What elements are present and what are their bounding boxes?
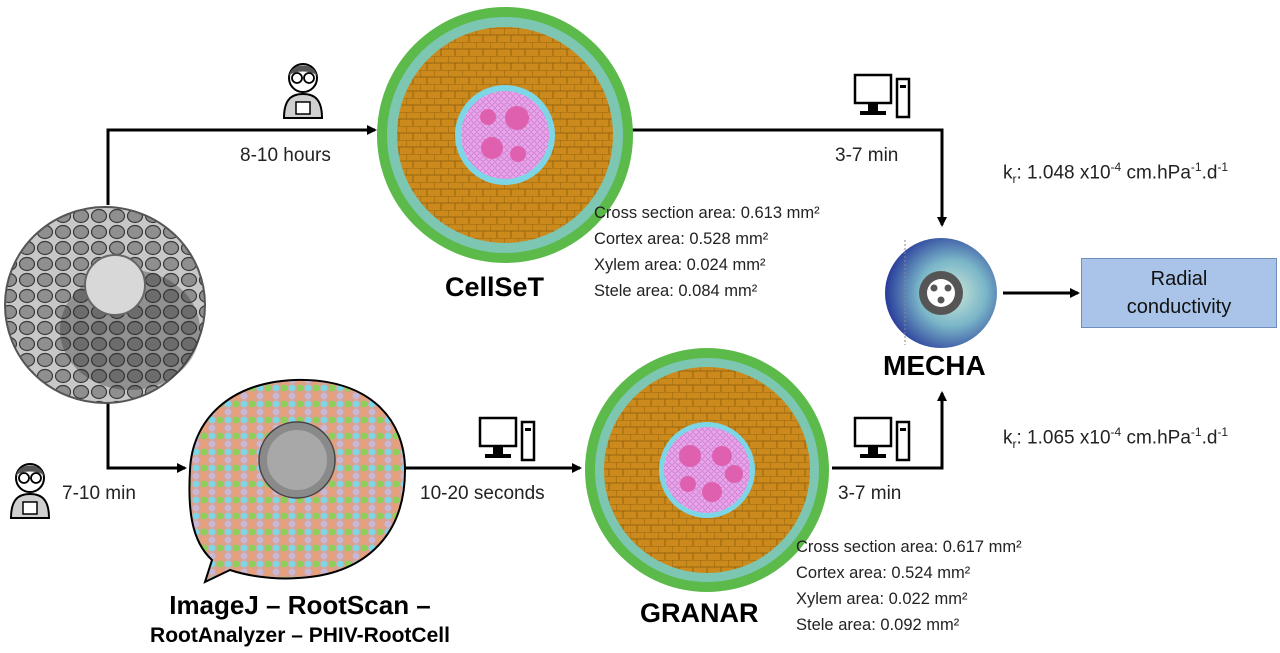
time-label-bottom-middle: 10-20 seconds (420, 483, 545, 504)
box-line2: conductivity (1126, 296, 1232, 318)
root-micrograph (4, 206, 206, 404)
kr-value-cellset: kr: 1.048 x10-4 cm.hPa-1.d-1 (1003, 160, 1229, 187)
stats-cellset: Cross section area: 0.613 mm² Cortex are… (594, 200, 820, 304)
mecha-cross-section (885, 238, 997, 348)
stat-xylem: Xylem area: 0.024 mm² (594, 256, 766, 274)
flow-arrows (106, 125, 1080, 473)
computer-icon (853, 73, 911, 119)
stats-granar: Cross section area: 0.617 mm² Cortex are… (796, 534, 1022, 638)
stat-stele: Stele area: 0.092 mm² (796, 616, 960, 634)
time-label-bottom-right: 3-7 min (838, 483, 902, 504)
imagej-cross-section (188, 378, 407, 584)
stat-xylem: Xylem area: 0.022 mm² (796, 590, 968, 608)
computer-icon (478, 416, 536, 462)
person-icon (282, 63, 324, 119)
radial-conductivity-box: Radial conductivity (1081, 258, 1277, 328)
arrow-top-branch (106, 125, 377, 205)
stat-stele: Stele area: 0.084 mm² (594, 282, 758, 300)
tool-label-granar: GRANAR (640, 598, 759, 628)
arrow-granar-to-mecha (832, 391, 947, 470)
tool-label-imagej-line2: RootAnalyzer – PHIV-RootCell (150, 624, 450, 647)
stat-cortex: Cortex area: 0.528 mm² (594, 230, 769, 248)
arrow-cellset-to-mecha (630, 128, 947, 227)
arrow-bottom-branch (106, 400, 187, 473)
time-label-bottom-person: 7-10 min (62, 483, 136, 504)
person-icon (9, 463, 51, 519)
stat-cross-section: Cross section area: 0.613 mm² (594, 204, 820, 222)
granar-cross-section (585, 348, 829, 592)
tool-label-mecha: MECHA (883, 350, 986, 381)
stat-cortex: Cortex area: 0.524 mm² (796, 564, 971, 582)
time-label-top-right: 3-7 min (835, 145, 899, 166)
stat-cross-section: Cross section area: 0.617 mm² (796, 538, 1022, 556)
kr-value-granar: kr: 1.065 x10-4 cm.hPa-1.d-1 (1003, 425, 1229, 452)
time-label-top-left: 8-10 hours (240, 145, 331, 166)
computer-icon (853, 416, 911, 462)
tool-label-cellset: CellSeT (445, 272, 545, 302)
box-line1: Radial (1150, 268, 1208, 290)
tool-label-imagej-line1: ImageJ – RootScan – (169, 590, 431, 620)
cellset-cross-section (377, 7, 633, 263)
